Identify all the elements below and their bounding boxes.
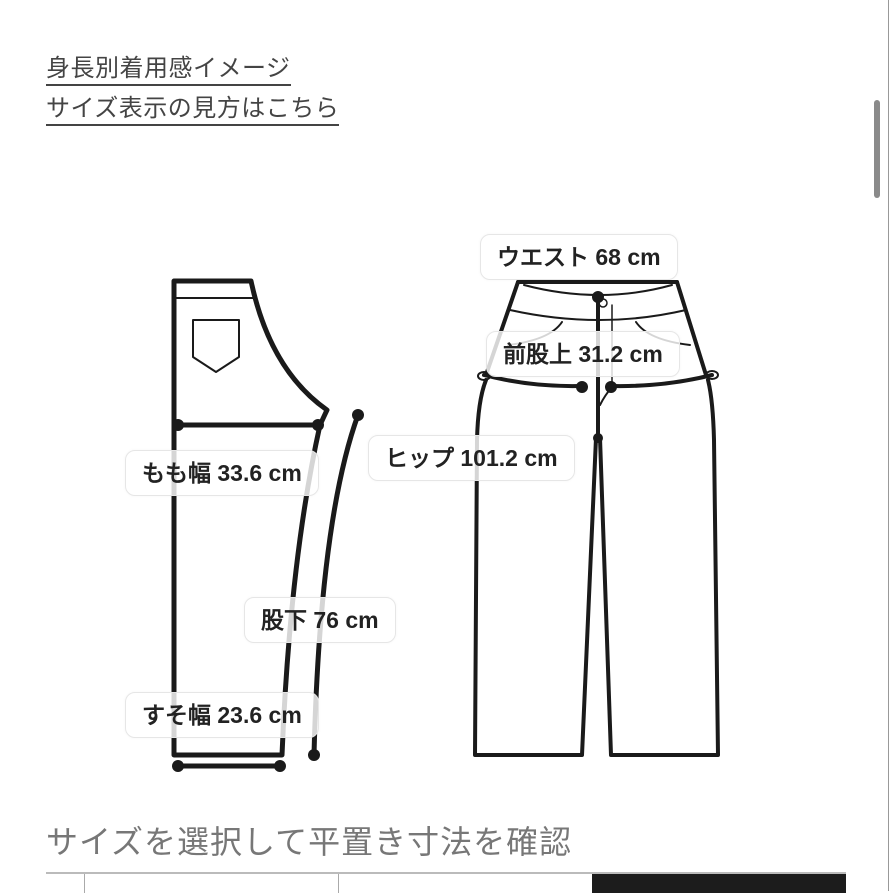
front-rise-measurement: 前股上 31.2 cm <box>486 331 680 377</box>
thigh-width-label: もも幅 <box>142 460 211 486</box>
hem-width-value: 23.6 cm <box>217 702 302 728</box>
waist-measurement: ウエスト 68 cm <box>480 234 678 280</box>
size-guide-link[interactable]: サイズ表示の見方はこちら <box>46 93 340 126</box>
thigh-width-value: 33.6 cm <box>217 460 302 486</box>
hip-label: ヒップ <box>385 445 454 471</box>
inseam-value: 76 cm <box>313 607 379 633</box>
size-tabs <box>46 872 846 893</box>
hem-width-label: すそ幅 <box>142 702 211 728</box>
size-tab-1[interactable] <box>46 874 84 893</box>
fit-by-height-link[interactable]: 身長別着用感イメージ <box>46 53 291 86</box>
waist-label: ウエスト <box>497 244 589 270</box>
waist-value: 68 cm <box>595 244 661 270</box>
size-select-heading: サイズを選択して平置き寸法を確認 <box>46 823 573 861</box>
size-tab-3[interactable] <box>338 874 592 893</box>
size-tab-4-selected[interactable] <box>592 874 846 893</box>
inseam-label: 股下 <box>261 607 307 633</box>
front-rise-value: 31.2 cm <box>578 341 663 367</box>
front-rise-label: 前股上 <box>503 341 572 367</box>
hem-width-measurement: すそ幅 23.6 cm <box>125 692 319 738</box>
hip-measurement: ヒップ 101.2 cm <box>368 435 575 481</box>
inseam-measurement: 股下 76 cm <box>244 597 396 643</box>
scrollbar-thumb[interactable] <box>874 100 880 198</box>
size-tab-2[interactable] <box>84 874 338 893</box>
hip-value: 101.2 cm <box>460 445 558 471</box>
scrollbar-track <box>888 0 889 891</box>
thigh-width-measurement: もも幅 33.6 cm <box>125 450 319 496</box>
